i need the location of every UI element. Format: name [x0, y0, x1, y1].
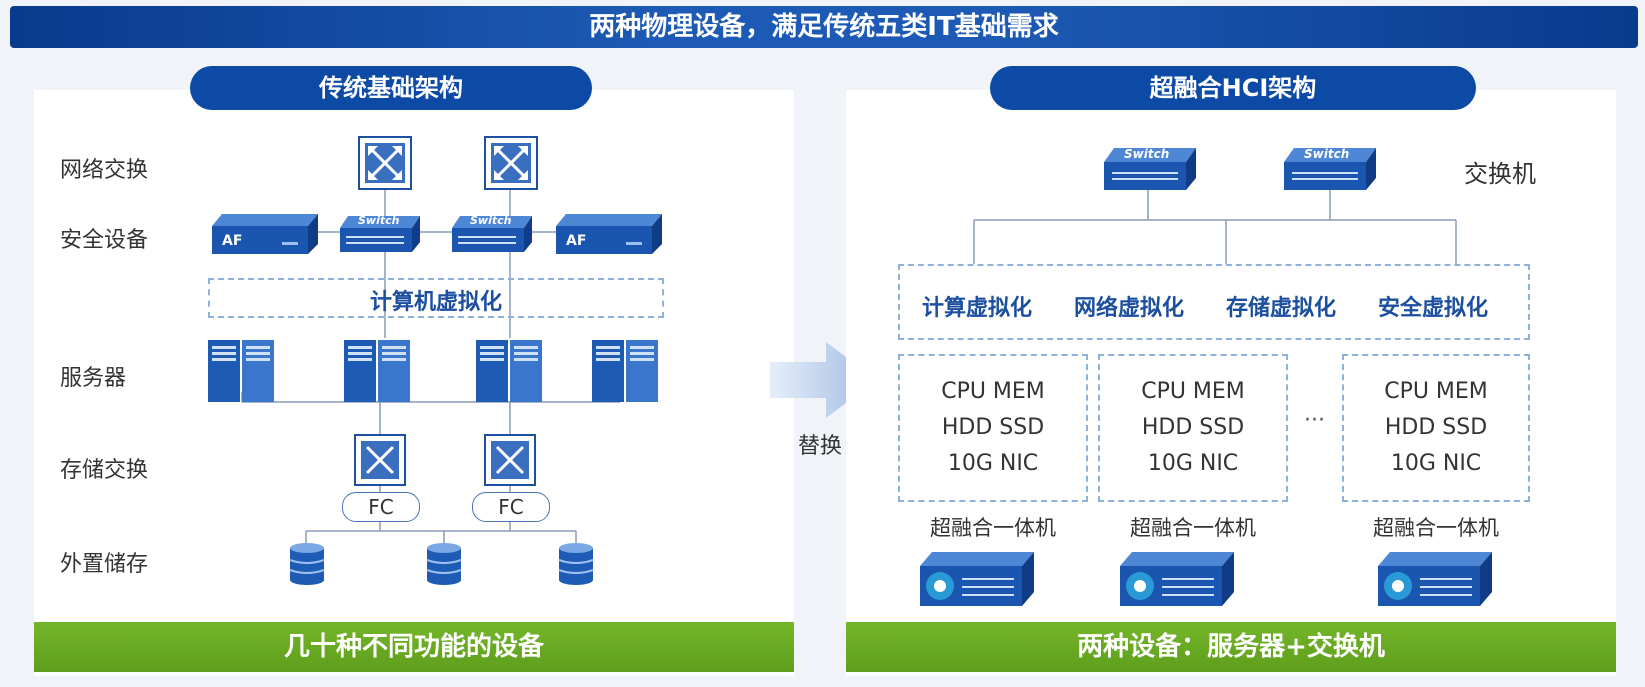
fc-badge: FC — [472, 492, 550, 522]
node-caption: 超融合一体机 — [1373, 516, 1499, 540]
left-panel — [34, 90, 794, 676]
storage-switch-icon — [484, 434, 536, 486]
left-panel-title: 传统基础架构 — [190, 66, 592, 110]
node-line: CPU MEM — [1141, 379, 1245, 404]
fc-badge: FC — [342, 492, 420, 522]
row-label-network: 网络交换 — [60, 158, 149, 183]
hci-node-box — [1098, 354, 1288, 502]
af-firewall-icon — [212, 214, 318, 254]
switch-device-icon — [1284, 148, 1376, 190]
node-line: HDD SSD — [941, 415, 1045, 440]
hci-node-box — [1342, 354, 1530, 502]
hci-appliance-icon — [1120, 552, 1234, 606]
switch-label: Switch — [358, 214, 400, 227]
storage-disk-icon — [426, 543, 462, 585]
af-firewall-icon — [556, 214, 662, 254]
node-line: 10G NIC — [1147, 451, 1239, 476]
node-line: CPU MEM — [1384, 379, 1488, 404]
right-panel-title: 超融合HCI架构 — [990, 66, 1476, 110]
switch-label: Switch — [470, 214, 512, 227]
switch-caption: 交换机 — [1464, 160, 1536, 188]
storage-switch-icon — [354, 434, 406, 486]
left-footer: 几十种不同功能的设备 — [34, 622, 794, 672]
hci-node-box — [898, 354, 1088, 502]
switch-device-icon — [452, 216, 532, 252]
switch-device-icon — [340, 216, 420, 252]
virtualization-storage: 存储虚拟化 — [1226, 296, 1337, 321]
node-line: 10G NIC — [1390, 451, 1482, 476]
server-icon — [592, 340, 658, 402]
network-switch-icon — [358, 136, 412, 190]
node-line: HDD SSD — [1141, 415, 1245, 440]
hci-appliance-icon — [920, 552, 1034, 606]
virtualization-box — [898, 264, 1530, 340]
switch-label: Switch — [1124, 147, 1170, 161]
af-label: AF — [222, 233, 243, 249]
storage-disk-icon — [289, 543, 325, 585]
server-icon — [208, 340, 274, 402]
row-label-storage-switch: 存储交换 — [60, 458, 149, 483]
banner-title: 两种物理设备，满足传统五类IT基础需求 — [10, 6, 1638, 48]
node-line: 10G NIC — [947, 451, 1039, 476]
virtualization-compute: 计算虚拟化 — [922, 296, 1033, 321]
storage-disk-icon — [558, 543, 594, 585]
replace-label: 替换 — [798, 434, 843, 459]
server-icon — [476, 340, 542, 402]
virtualization-security: 安全虚拟化 — [1378, 296, 1489, 321]
right-footer: 两种设备：服务器+交换机 — [846, 622, 1616, 672]
row-label-server: 服务器 — [60, 366, 127, 391]
row-label-security: 安全设备 — [60, 228, 149, 253]
virtualization-network: 网络虚拟化 — [1074, 296, 1185, 321]
row-label-external-storage: 外置储存 — [60, 552, 149, 577]
node-line: HDD SSD — [1384, 415, 1488, 440]
switch-label: Switch — [1304, 147, 1350, 161]
node-line: CPU MEM — [941, 379, 1045, 404]
af-label: AF — [566, 233, 587, 249]
network-switch-icon — [484, 136, 538, 190]
switch-device-icon — [1104, 148, 1196, 190]
compute-virtualization-label: 计算机虚拟化 — [369, 290, 502, 315]
compute-virtualization-box — [208, 278, 664, 318]
server-icon — [344, 340, 410, 402]
hci-appliance-icon — [1378, 552, 1492, 606]
node-ellipsis: ··· — [1304, 408, 1325, 433]
node-caption: 超融合一体机 — [1130, 516, 1256, 540]
node-caption: 超融合一体机 — [930, 516, 1056, 540]
